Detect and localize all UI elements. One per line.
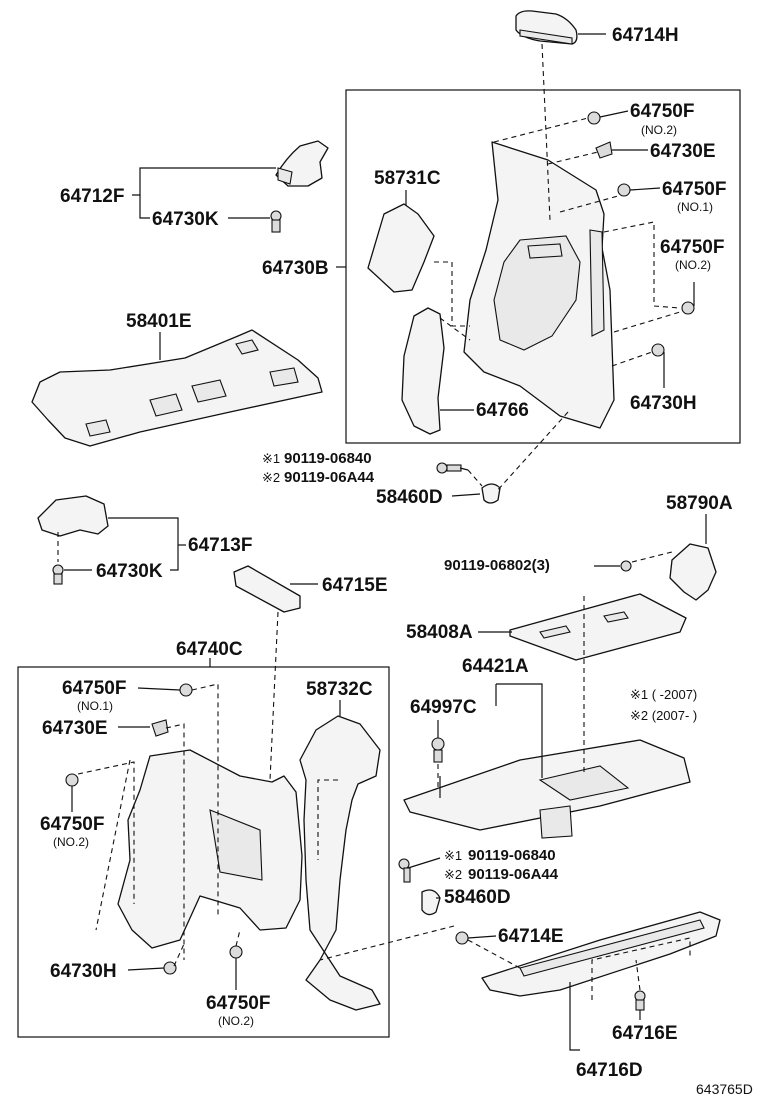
label-64750F-e-sub: (NO.2) <box>53 835 89 849</box>
label-64716D: 64716D <box>576 1060 643 1081</box>
label-90119-06840-a: 90119-06840 <box>284 450 372 467</box>
label-64750F-b-sub: (NO.1) <box>677 200 713 214</box>
part-64715E <box>233 565 301 613</box>
label-58460D-a: 58460D <box>376 487 443 508</box>
clip-64997C <box>431 737 445 763</box>
clip-64750F-no1-upper <box>617 183 631 197</box>
label-90119-06A44-a: 90119-06A44 <box>284 469 375 486</box>
clip-64716E <box>634 990 646 1011</box>
label-64714H: 64714H <box>612 25 679 46</box>
label-64750F-c-sub: (NO.2) <box>675 258 711 272</box>
clip-64730K-upper <box>270 210 282 233</box>
clip-64730K-lower <box>52 564 64 585</box>
note-2: ※2 (2007- ) <box>630 708 697 723</box>
label-90119-06A44-b: 90119-06A44 <box>468 866 559 883</box>
clip-64750F-no2-left <box>65 773 79 787</box>
diagram-reference-code: 643765D <box>696 1081 753 1097</box>
clip-64730E-lower <box>151 719 169 737</box>
label-58408A: 58408A <box>406 622 473 643</box>
label-64730K-b: 64730K <box>96 561 163 582</box>
part-64740C <box>117 749 303 949</box>
part-64421A <box>403 739 691 839</box>
label-64730B: 64730B <box>262 258 329 279</box>
label-64750F-d-sub: (NO.1) <box>77 699 113 713</box>
label-58460D-b: 58460D <box>444 887 511 908</box>
label-90119-06802: 90119-06802(3) <box>444 557 550 574</box>
lower-assembly-box <box>17 666 390 1038</box>
label-64750F-a-sub: (NO.2) <box>641 123 677 137</box>
clip-64730E-upper <box>595 141 613 159</box>
label-64714E: 64714E <box>498 926 564 947</box>
label-64730H-b: 64730H <box>50 961 117 982</box>
clip-64730H-lower <box>163 961 177 975</box>
label-64715E: 64715E <box>322 575 388 596</box>
leader-lines <box>64 33 707 1051</box>
label-64712F: 64712F <box>60 186 124 207</box>
clip-64750F-no2-upper <box>587 111 601 125</box>
part-64716D <box>481 911 721 997</box>
label-64750F-f: 64750F <box>206 993 270 1014</box>
label-64740C: 64740C <box>176 639 243 660</box>
clip-64750F-no2-right <box>681 301 695 315</box>
part-64713F <box>37 495 109 537</box>
label-64750F-e: 64750F <box>40 814 104 835</box>
label-64716E: 64716E <box>612 1023 678 1044</box>
label-58731C: 58731C <box>374 168 441 189</box>
label-64750F-f-sub: (NO.2) <box>218 1014 254 1028</box>
label-64750F-a: 64750F <box>630 101 694 122</box>
label-64730H-a: 64730H <box>630 393 697 414</box>
clip-64714E <box>455 931 469 945</box>
label-64997C: 64997C <box>410 697 477 718</box>
mark-k2-lower: ※2 <box>444 867 462 882</box>
part-58408A <box>509 593 687 661</box>
part-58460D-lower <box>421 889 441 916</box>
label-64713F: 64713F <box>188 535 252 556</box>
note-1: ※1 ( -2007) <box>630 687 697 702</box>
screw-90119-upper <box>436 462 462 474</box>
part-64730B <box>463 141 615 429</box>
part-64712F <box>275 140 329 187</box>
label-90119-06840-b: 90119-06840 <box>468 847 556 864</box>
label-64750F-b: 64750F <box>662 179 726 200</box>
label-64730K-a: 64730K <box>152 209 219 230</box>
mark-k1-lower: ※1 <box>444 848 462 863</box>
clip-64750F-no1-lower <box>179 683 193 697</box>
part-64766 <box>401 307 445 435</box>
part-58790A <box>669 543 717 601</box>
label-64730E-a: 64730E <box>650 141 716 162</box>
part-58731C <box>367 203 435 293</box>
screw-90119-lower <box>398 858 411 883</box>
label-64750F-d: 64750F <box>62 678 126 699</box>
clip-64730H-upper <box>651 343 665 357</box>
label-64421A: 64421A <box>462 656 529 677</box>
part-labels: 64714H 64750F (NO.2) 64730E 58731C 64750… <box>40 25 753 1097</box>
label-64766: 64766 <box>476 400 529 421</box>
label-64750F-c: 64750F <box>660 237 724 258</box>
screw-90119-06802 <box>620 560 632 572</box>
part-58401E <box>31 329 323 447</box>
clip-64750F-no2-bottom <box>229 945 243 959</box>
mark-k1-upper: ※1 <box>262 451 280 466</box>
label-58732C: 58732C <box>306 679 373 700</box>
mark-k2-upper: ※2 <box>262 470 280 485</box>
label-58401E: 58401E <box>126 311 192 332</box>
part-64714H <box>515 10 578 45</box>
label-64730E-b: 64730E <box>42 718 108 739</box>
part-58460D-upper <box>481 483 501 504</box>
assembly-dashed-lines <box>57 43 691 1000</box>
label-58790A: 58790A <box>666 493 733 514</box>
part-58732C <box>299 715 381 1011</box>
